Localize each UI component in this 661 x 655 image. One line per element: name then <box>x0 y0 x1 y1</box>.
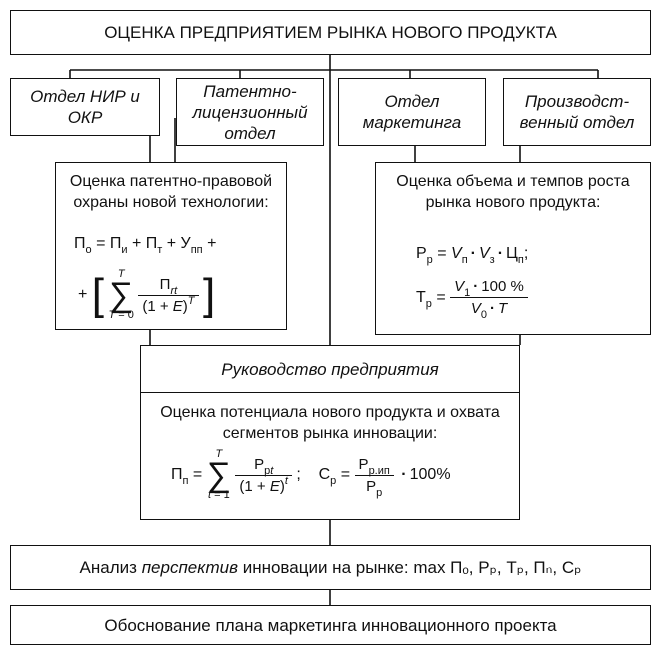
dept-patent: Патентно-лицензионный отдел <box>176 78 324 146</box>
patent-assessment-box: Оценка патентно-правовой охраны новой те… <box>55 162 287 330</box>
analysis-prefix: Анализ <box>79 558 137 577</box>
justification-box: Обоснование плана маркетинга инновационн… <box>10 605 651 645</box>
management-box: Руководство предприятия Оценка потенциал… <box>140 345 520 520</box>
dept-rd: Отдел НИР и ОКР <box>10 78 160 136</box>
dept-marketing: Отдел маркетинга <box>338 78 486 146</box>
analysis-suffix: инновации на рынке: max Пₒ, Рₚ, Тₚ, Пₙ, … <box>242 558 582 577</box>
justification-text: Обоснование плана маркетинга инновационн… <box>104 615 557 635</box>
patent-formula-line2: + [ T∑T = 0 Пrt (1 + E)T ] <box>78 268 216 321</box>
management-text: Оценка потенциала нового продукта и охва… <box>160 404 500 442</box>
market-formula-growth: Тр = V1·100 % V0·T <box>416 278 528 321</box>
patent-assessment-text: Оценка патентно-правовой охраны новой те… <box>69 173 273 211</box>
analysis-box: Анализ перспектив инновации на рынке: ma… <box>10 545 651 590</box>
management-formulas: Пп = T∑t = 1 Ррt (1 + E)t ; Ср = Рр.ип Р… <box>171 448 451 501</box>
dept-production-label: Производст-венный отдел <box>519 92 635 132</box>
market-assessment-box: Оценка объема и темпов роста рынка новог… <box>375 162 651 335</box>
dept-production: Производст-венный отдел <box>503 78 651 146</box>
diagram-title-text: ОЦЕНКА ПРЕДПРИЯТИЕМ РЫНКА НОВОГО ПРОДУКТ… <box>104 23 557 42</box>
dept-rd-label: Отдел НИР и ОКР <box>30 87 140 127</box>
management-title: Руководство предприятия <box>141 346 519 393</box>
dept-marketing-label: Отдел маркетинга <box>362 92 462 132</box>
analysis-emphasis: перспектив <box>141 558 238 577</box>
market-formula-volume: Рр = Vп·Vз·Цп; <box>416 245 529 266</box>
dept-patent-label: Патентно-лицензионный отдел <box>192 81 308 143</box>
diagram-title: ОЦЕНКА ПРЕДПРИЯТИЕМ РЫНКА НОВОГО ПРОДУКТ… <box>10 10 651 55</box>
market-assessment-text: Оценка объема и темпов роста рынка новог… <box>396 173 630 211</box>
patent-formula-line1: По = Пи + Пт + Упп + <box>74 235 217 256</box>
